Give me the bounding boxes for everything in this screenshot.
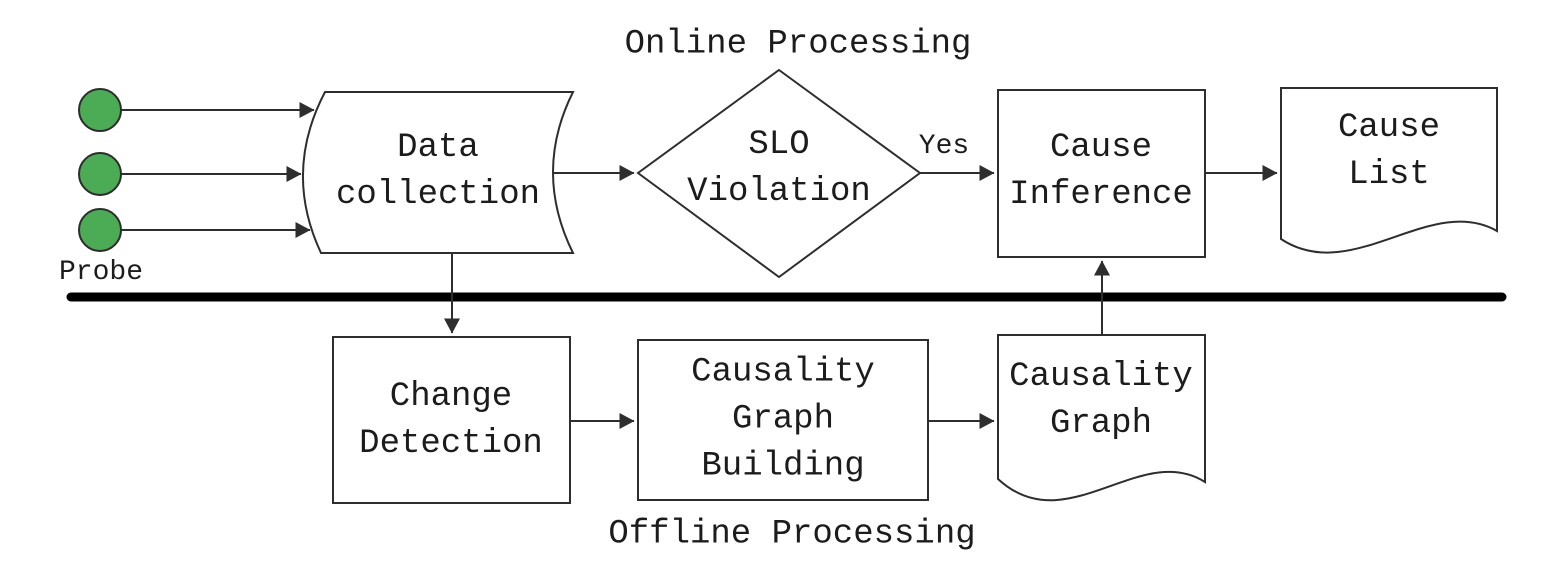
causality-graph-line1: Causality <box>1009 358 1193 396</box>
probe-circle-3 <box>78 208 122 252</box>
causality-graph-building-line3: Building <box>701 447 865 486</box>
causality-graph-label: Causality Graph <box>1009 354 1193 448</box>
causality-graph-line2: Graph <box>1049 405 1153 443</box>
probe-circle-2 <box>78 152 122 196</box>
data-collection-shape <box>302 91 575 254</box>
causality-graph-document <box>997 334 1206 502</box>
cause-inference-box <box>997 89 1206 258</box>
causality-graph-building-label: Causality Graph Building <box>691 350 875 491</box>
slo-violation-label: SLO Violation <box>687 122 871 216</box>
slo-violation-diamond <box>636 68 922 279</box>
change-detection-line2: Detection <box>359 425 543 463</box>
slo-violation-line1: SLO <box>748 126 810 164</box>
causality-graph-building-line1: Causality <box>691 353 875 392</box>
online-processing-title: Online Processing <box>624 25 972 64</box>
probe-label: Probe <box>58 257 144 288</box>
cause-list-line2: List <box>1348 156 1430 194</box>
causality-graph-building-line2: Graph <box>731 400 835 439</box>
cause-list-line1: Cause <box>1337 109 1441 147</box>
cause-inference-label: Cause Inference <box>1009 125 1193 219</box>
data-collection-line2: collection <box>335 176 541 214</box>
data-collection-line1: Data <box>397 129 479 167</box>
slo-violation-line2: Violation <box>687 173 871 211</box>
causality-graph-building-box <box>637 339 929 501</box>
cause-inference-line2: Inference <box>1009 176 1193 214</box>
probe-circle-1 <box>78 88 122 132</box>
offline-processing-title: Offline Processing <box>608 515 976 554</box>
cause-list-label: Cause List <box>1338 105 1440 199</box>
change-detection-line1: Change <box>389 378 513 416</box>
yes-edge-label: Yes <box>918 131 970 162</box>
change-detection-label: Change Detection <box>359 374 543 468</box>
change-detection-box <box>332 336 571 504</box>
cause-list-document <box>1280 87 1498 254</box>
data-collection-label: Data collection <box>336 125 540 219</box>
cause-inference-line1: Cause <box>1049 129 1153 167</box>
